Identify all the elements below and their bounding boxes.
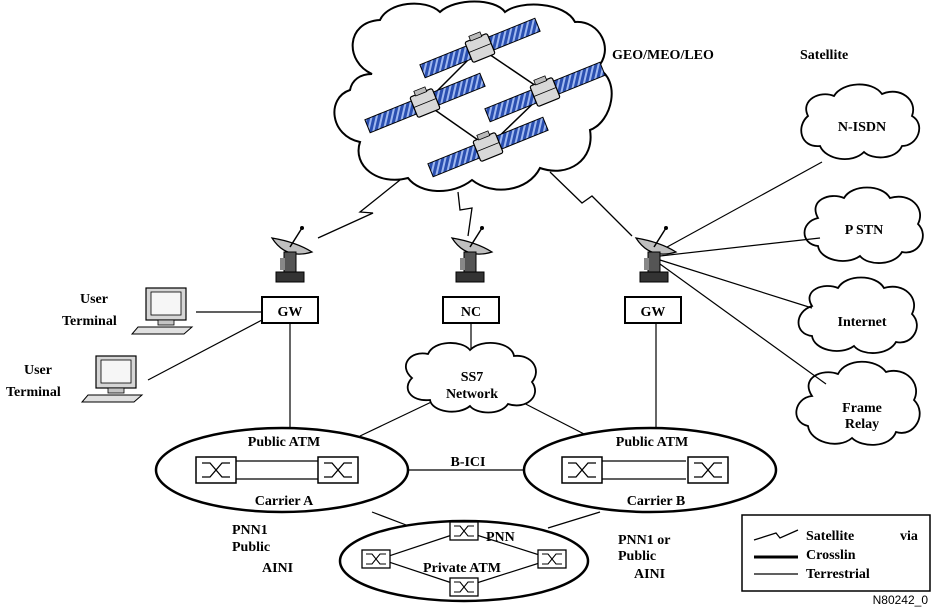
gateway-right-label: GW xyxy=(641,305,666,320)
user-terminal-label-1b: Terminal xyxy=(62,314,117,329)
ss7-network-cloud: SS7 Network xyxy=(405,342,537,414)
legend: Satellite via Crosslin Terrestrial xyxy=(741,514,931,592)
computer-icon xyxy=(81,355,143,403)
carrier-a-label: Carrier A xyxy=(255,494,314,509)
pstn-label: P STN xyxy=(845,223,884,238)
legend-via-label: via xyxy=(900,529,918,544)
atm-switch-icon xyxy=(449,577,479,597)
legend-crosslink-label: Crosslin xyxy=(806,548,856,563)
orbit-label: GEO/MEO/LEO xyxy=(612,48,714,63)
terminal-links xyxy=(147,311,263,381)
atm-switch-icon xyxy=(317,456,359,484)
left-interface-line2: Public xyxy=(232,540,270,555)
internet-cloud: Internet xyxy=(797,276,918,354)
satellite-dish-icon xyxy=(635,225,677,283)
pnn-label: PNN xyxy=(486,530,515,545)
ss7-label-line1: SS7 xyxy=(461,370,484,385)
gateway-left: GW xyxy=(261,296,319,324)
legend-satellite-swatch xyxy=(753,529,799,541)
atm-switch-icon xyxy=(449,521,479,541)
satellite-cloud xyxy=(333,0,613,193)
user-terminal-label-1a: User xyxy=(80,292,108,307)
user-terminal-label-2a: User xyxy=(24,363,52,378)
private-atm: PNN Private ATM xyxy=(338,519,590,603)
satellite-dish-icon xyxy=(271,225,313,283)
gateway-right: GW xyxy=(624,296,682,324)
ss7-label-line2: Network xyxy=(446,387,498,402)
internet-label: Internet xyxy=(838,315,887,330)
right-interface-line3: AINI xyxy=(634,567,665,582)
figure-id: N80242_0 xyxy=(873,593,929,607)
atm-switch-icon xyxy=(561,456,603,484)
gateway-left-label: GW xyxy=(278,305,303,320)
left-interface-line1: PNN1 xyxy=(232,523,268,538)
nisdn-cloud: N-ISDN xyxy=(800,83,921,160)
terrestrial-links xyxy=(657,161,827,385)
atm-switch-icon xyxy=(361,549,391,569)
public-atm-b-title: Public ATM xyxy=(616,435,688,450)
network-control-label: NC xyxy=(461,305,481,320)
atm-switch-icon xyxy=(195,456,237,484)
atm-switch-icon xyxy=(687,456,729,484)
bici-label: B-ICI xyxy=(450,455,485,470)
legend-terrestrial-label: Terrestrial xyxy=(806,567,870,582)
frame-relay-cloud: Frame Relay xyxy=(795,360,921,446)
carrier-b-label: Carrier B xyxy=(627,494,685,509)
pstn-cloud: P STN xyxy=(803,186,924,264)
frame-relay-label-line2: Relay xyxy=(845,417,879,432)
satellite-dish-icon xyxy=(451,225,493,283)
user-terminal-label-2b: Terminal xyxy=(6,385,61,400)
satellite-links xyxy=(317,171,633,239)
nisdn-label: N-ISDN xyxy=(838,120,886,135)
public-atm-carrier-b: Public ATM Carrier B xyxy=(522,426,778,514)
legend-satellite-label: Satellite xyxy=(806,529,854,544)
right-interface-line1: PNN1 or xyxy=(618,533,671,548)
computer-icon xyxy=(131,287,193,335)
public-atm-carrier-a: Public ATM Carrier A xyxy=(154,426,410,514)
public-atm-a-title: Public ATM xyxy=(248,435,320,450)
left-interface-line3: AINI xyxy=(262,561,293,576)
private-atm-title: Private ATM xyxy=(423,561,501,576)
right-interface-line2: Public xyxy=(618,549,656,564)
satellite-label: Satellite xyxy=(800,48,848,63)
atm-switch-icon xyxy=(537,549,567,569)
frame-relay-label-line1: Frame xyxy=(842,401,882,416)
network-control-center: NC xyxy=(442,296,500,324)
